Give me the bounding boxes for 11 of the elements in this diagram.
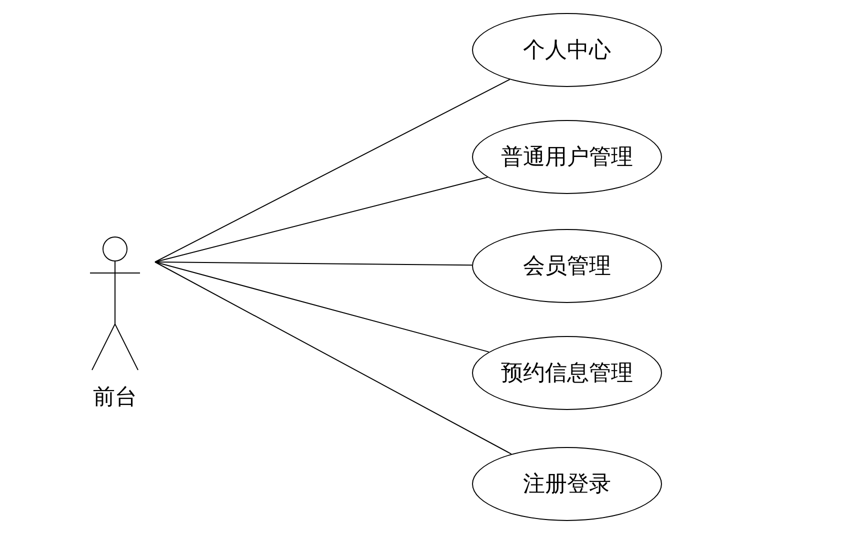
use-case-label: 注册登录 [523, 471, 611, 499]
association-line [154, 79, 510, 262]
association-line [154, 262, 512, 455]
use-case-label: 普通用户管理 [501, 144, 633, 172]
use-case-label: 个人中心 [523, 37, 611, 65]
association-line [154, 262, 490, 352]
actor-label: 前台 [93, 384, 137, 412]
use-case-label: 预约信息管理 [501, 360, 633, 388]
association-line [154, 176, 488, 262]
association-line [154, 262, 473, 266]
use-case-label: 会员管理 [523, 253, 611, 281]
